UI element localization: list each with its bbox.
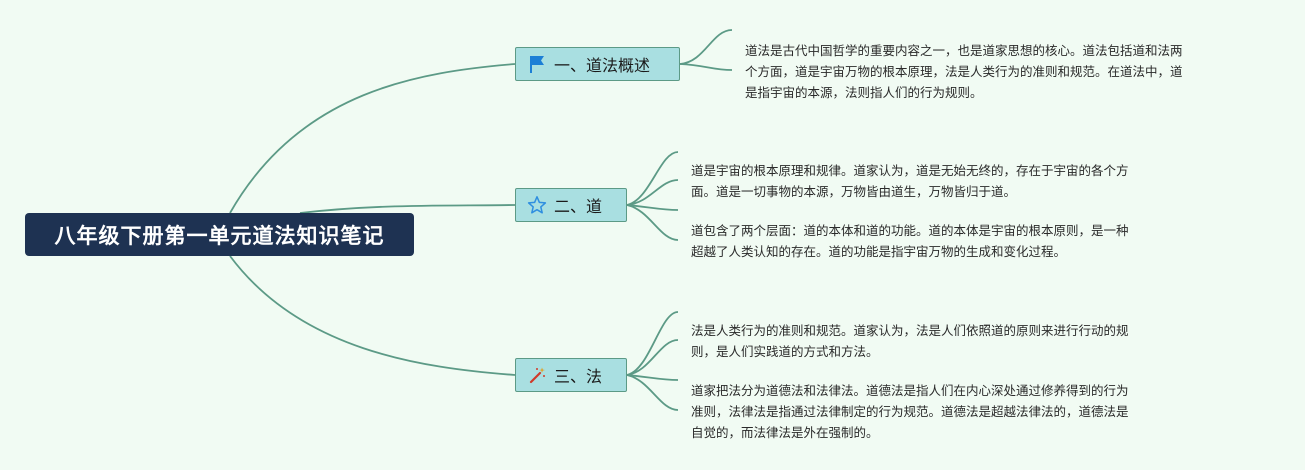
root-topic-title: 八年级下册第一单元道法知识笔记	[54, 223, 385, 248]
connector-root-branch-2	[299, 204, 516, 214]
branch-topic-label: 一、道法概述	[554, 56, 651, 75]
note-line: 道是宇宙的根本原理和规律。道家认为，道是无始无终的，存在于宇宙的各个方	[691, 163, 1129, 178]
connector-root-branch-3	[229, 255, 516, 376]
connector-branch-3-note-2a	[626, 374, 679, 381]
note-line: 道包含了两个层面：道的本体和道的功能。道的本体是宇宙的根本原则，是一种	[691, 223, 1129, 238]
note-line: 自觉的，而法律法是外在强制的。	[691, 425, 879, 440]
connector-branch-2-note-1a	[626, 151, 679, 206]
note-dao-definition[interactable]: 道是宇宙的根本原理和规律。道家认为，道是无始无终的，存在于宇宙的各个方 面。道是…	[691, 160, 1129, 202]
note-line: 是指宇宙的本源，法则指人们的行为规则。	[745, 85, 983, 100]
branch-topic-label: 二、道	[554, 197, 603, 216]
magic-wand-icon	[526, 364, 548, 386]
note-fa-definition[interactable]: 法是人类行为的准则和规范。道家认为，法是人们依照道的原则来进行行动的规 则，是人…	[691, 320, 1129, 362]
branch-topic-dao[interactable]: 二、道	[515, 188, 627, 222]
branch-topic-overview[interactable]: 一、道法概述	[515, 47, 680, 81]
note-line: 超越了人类认知的存在。道的功能是指宇宙万物的生成和变化过程。	[691, 244, 1067, 259]
connector-branch-1-note-1b	[679, 63, 733, 71]
note-line: 道法是古代中国哲学的重要内容之一，也是道家思想的核心。道法包括道和法两	[745, 43, 1183, 58]
note-line: 道家把法分为道德法和法律法。道德法是指人们在内心深处通过修养得到的行为	[691, 383, 1129, 398]
root-topic[interactable]: 八年级下册第一单元道法知识笔记	[25, 213, 414, 256]
note-line: 则，是人们实践道的方式和方法。	[691, 344, 879, 359]
note-line: 法是人类行为的准则和规范。道家认为，法是人们依照道的原则来进行行动的规	[691, 323, 1129, 338]
connector-branch-1-note-1a	[679, 29, 733, 65]
connector-branch-2-note-1b	[626, 179, 679, 206]
connector-root-branch-1	[229, 63, 516, 214]
branch-topic-fa[interactable]: 三、法	[515, 358, 627, 392]
connector-branch-3-note-1a	[626, 311, 679, 376]
note-dao-levels[interactable]: 道包含了两个层面：道的本体和道的功能。道的本体是宇宙的根本原则，是一种 超越了人…	[691, 220, 1129, 262]
connector-branch-3-note-1b	[626, 339, 679, 376]
star-icon	[526, 194, 548, 216]
connector-branch-2-note-2a	[626, 204, 679, 211]
flag-icon	[526, 53, 548, 75]
connector-branch-3-note-2b	[626, 374, 679, 411]
note-line: 个方面，道是宇宙万物的根本原理，法是人类行为的准则和规范。在道法中，道	[745, 64, 1183, 79]
note-overview[interactable]: 道法是古代中国哲学的重要内容之一，也是道家思想的核心。道法包括道和法两 个方面，…	[745, 40, 1183, 103]
connector-branch-2-note-2b	[626, 204, 679, 241]
note-fa-types[interactable]: 道家把法分为道德法和法律法。道德法是指人们在内心深处通过修养得到的行为 准则，法…	[691, 380, 1129, 443]
note-line: 面。道是一切事物的本源，万物皆由道生，万物皆归于道。	[691, 184, 1017, 199]
note-line: 准则，法律法是指通过法律制定的行为规范。道德法是超越法律法的，道德法是	[691, 404, 1129, 419]
branch-topic-label: 三、法	[554, 367, 603, 386]
